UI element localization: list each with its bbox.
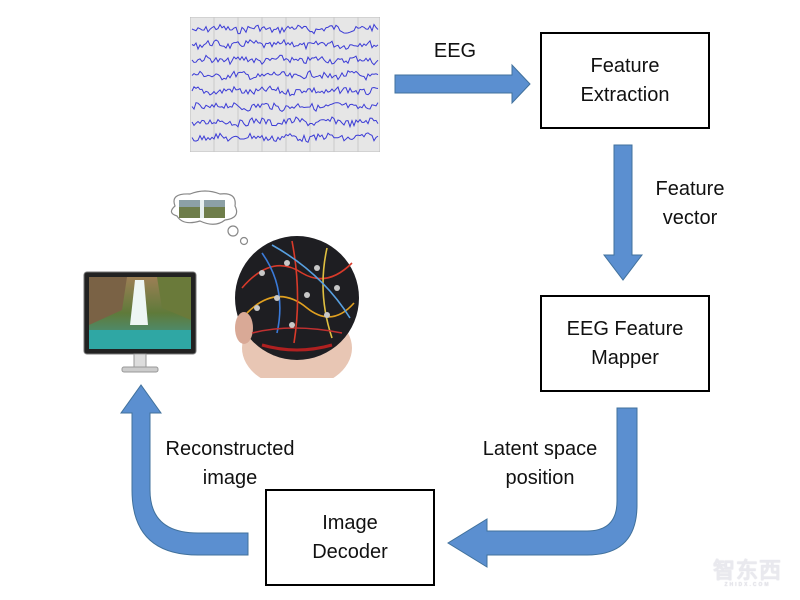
thought-bubble-icon [170,190,249,246]
arrow-latent-space [447,407,638,568]
arrow-eeg-to-feature-extraction [394,63,531,105]
eeg-trace [191,85,379,97]
image-decoder-box: Image Decoder [265,489,435,586]
feature-extraction-label: Feature Extraction [580,54,670,106]
arrow-feature-vector [602,144,644,281]
monitor-waterfall-icon [83,271,197,373]
eeg-cap-head-icon [235,236,359,378]
eeg-trace [191,102,379,113]
latent-space-position-label: Latent space position [482,438,598,489]
feature-vector-label: Feature vector [655,178,725,229]
eeg-trace [191,38,379,51]
eeg-trace [191,116,379,129]
watermark-text: 智东西 [712,558,782,583]
eeg-label: EEG [433,40,477,62]
eeg-feature-mapper-box: EEG Feature Mapper [540,295,710,392]
arrow-reconstructed-image [120,384,249,556]
watermark-logo: 智东西 ZHIDX.COM [713,553,782,588]
reconstructed-image-label: Reconstructed image [165,438,295,489]
eeg-trace [191,23,379,35]
feature-extraction-box: Feature Extraction [540,32,710,129]
image-decoder-label: Image Decoder [312,511,388,563]
eeg-waveform-icon [190,17,380,152]
eeg-trace [191,132,379,144]
eeg-trace [191,70,379,81]
eeg-feature-mapper-label: EEG Feature Mapper [566,317,684,369]
watermark-subtext: ZHIDX.COM [724,582,771,588]
eeg-trace [191,54,379,66]
